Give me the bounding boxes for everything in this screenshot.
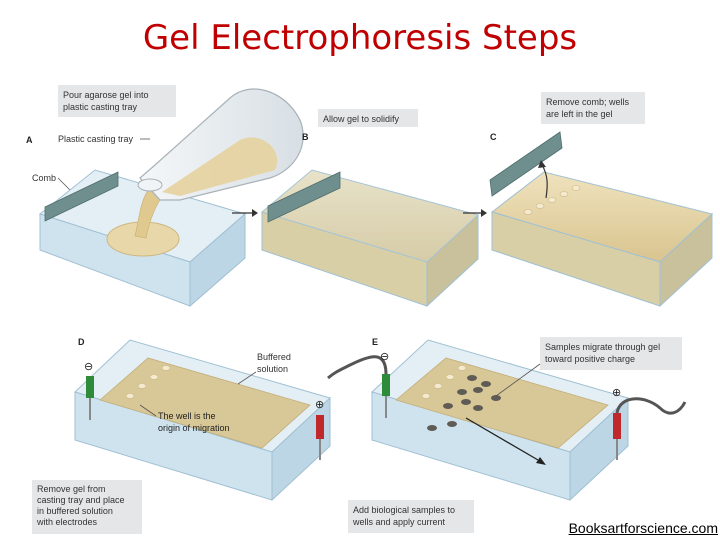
add-samples-line1: Add biological samples to	[353, 505, 455, 515]
positive-wire	[615, 397, 687, 415]
page-title: Gel Electrophoresis Steps	[142, 18, 578, 58]
comb-c	[489, 131, 563, 197]
buffer-label-line2: solution	[257, 364, 288, 374]
remove-gel-line3: in buffered solution	[37, 506, 113, 516]
tray-label: Plastic casting tray	[58, 134, 134, 144]
comb-label: Comb	[32, 173, 56, 183]
panel-a: A Pour agarose gel into plastic casting …	[26, 85, 304, 308]
lift-arrow	[541, 164, 548, 199]
wells-e	[421, 365, 467, 399]
migrate-label-box	[540, 337, 682, 370]
buffer-label-line1: Buffered	[257, 352, 291, 362]
panel-d: D ⊖ ⊕ Buffered solution The well is the …	[32, 337, 331, 534]
positive-electrode-e	[613, 413, 621, 439]
minus-sign-d: ⊖	[84, 361, 93, 373]
solidify-label: Allow gel to solidify	[323, 114, 400, 124]
remove-comb-label-box	[541, 92, 645, 124]
wells-c	[523, 185, 581, 215]
positive-electrode-d	[316, 415, 324, 439]
sample-bands	[427, 375, 501, 431]
comb	[44, 171, 119, 222]
well-origin-line2: origin of migration	[158, 423, 230, 433]
negative-electrode-e	[382, 374, 390, 396]
step-letter-c: C	[490, 132, 497, 142]
wells-d	[125, 365, 171, 399]
panel-c: C Remove comb; wells are left in the gel	[489, 92, 714, 308]
negative-wire	[327, 355, 388, 380]
panel-b: B Allow gel to solidify	[260, 109, 487, 308]
step-letter-e: E	[372, 337, 378, 347]
pour-label-box	[58, 85, 176, 117]
add-samples-label-box	[348, 500, 474, 533]
step-letter-d: D	[78, 337, 85, 347]
remove-gel-line4: with electrodes	[36, 517, 98, 527]
migrate-label-line1: Samples migrate through gel	[545, 342, 660, 352]
plus-sign-d: ⊕	[315, 399, 324, 411]
step-letter-b: B	[302, 132, 309, 142]
pour-label-line2: plastic casting tray	[63, 102, 138, 112]
gel-in-buffer-e	[395, 357, 609, 449]
remove-gel-line2: casting tray and place	[37, 495, 125, 505]
gel-in-buffer-d	[99, 357, 311, 449]
source-link[interactable]: Booksartforscience.com	[568, 520, 718, 536]
plus-sign-e: ⊕	[612, 387, 621, 399]
add-samples-line2: wells and apply current	[352, 517, 446, 527]
migrate-label-line2: toward positive charge	[545, 354, 635, 364]
solidify-label-box	[318, 109, 418, 127]
well-origin-line1: The well is the	[158, 411, 216, 421]
panel-e: E ⊖ ⊕ Samples migrate through gel toward…	[327, 337, 687, 533]
migration-arrow	[465, 417, 539, 461]
minus-sign-e: ⊖	[380, 351, 389, 363]
remove-comb-line1: Remove comb; wells	[546, 97, 630, 107]
step-letter-a: A	[26, 135, 33, 145]
comb-b	[267, 171, 341, 223]
remove-gel-label-box	[32, 480, 142, 534]
remove-gel-line1: Remove gel from	[37, 484, 106, 494]
pour-label-line1: Pour agarose gel into	[63, 90, 149, 100]
remove-comb-line2: are left in the gel	[546, 109, 613, 119]
negative-electrode-d	[86, 376, 94, 398]
